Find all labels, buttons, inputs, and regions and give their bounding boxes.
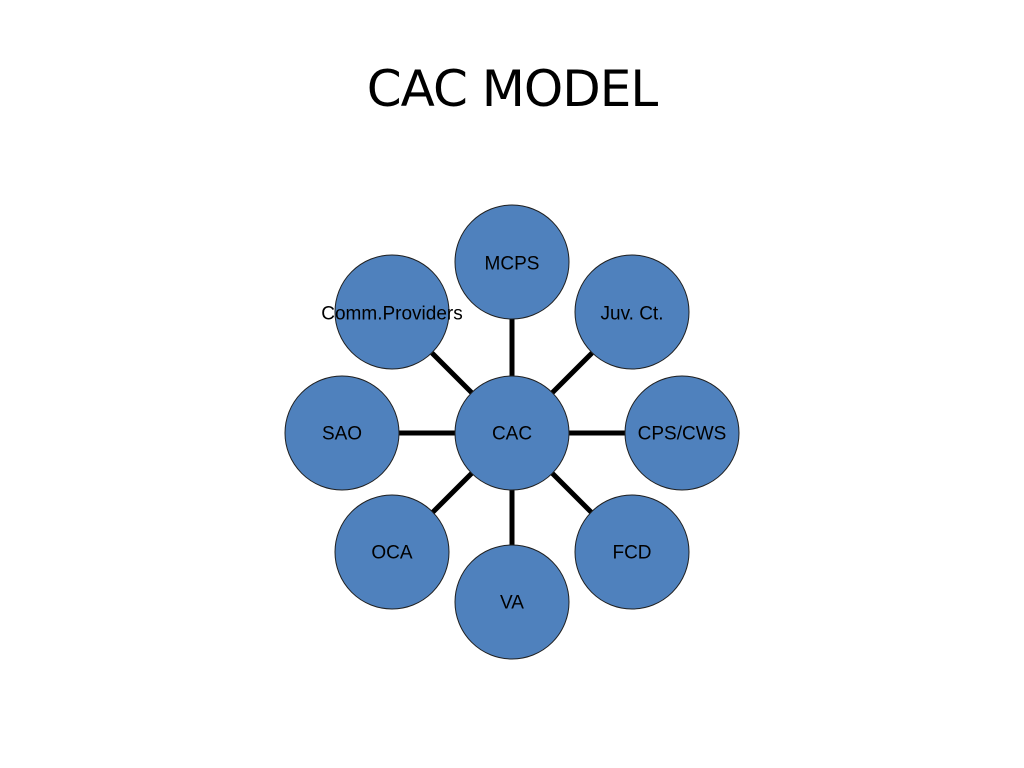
slide-title: CAC MODEL [366, 60, 659, 118]
node-juv-ct-label: Juv. Ct. [601, 304, 664, 325]
node-cps-cws-circle [624, 375, 740, 491]
node-cps-cws: CPS/CWS [624, 375, 740, 491]
node-va-label: VA [500, 593, 524, 614]
node-mcps-label: MCPS [485, 254, 540, 275]
node-comm-providers-circle [334, 254, 450, 370]
node-cac-label: CAC [492, 424, 532, 445]
node-cac: CAC [454, 375, 570, 491]
node-mcps-circle [454, 204, 570, 320]
node-fcd-label: FCD [612, 543, 651, 564]
node-sao: SAO [284, 375, 400, 491]
node-sao-circle [284, 375, 400, 491]
node-fcd: FCD [574, 494, 690, 610]
node-oca-circle [334, 494, 450, 610]
node-juv-ct: Juv. Ct. [574, 254, 690, 370]
node-cac-circle [454, 375, 570, 491]
node-va: VA [454, 544, 570, 660]
node-cps-cws-label: CPS/CWS [638, 424, 727, 445]
node-oca: OCA [334, 494, 450, 610]
node-fcd-circle [574, 494, 690, 610]
node-comm-providers: Comm.Providers [321, 254, 463, 370]
node-comm-providers-label: Comm.Providers [321, 304, 462, 325]
node-va-circle [454, 544, 570, 660]
node-sao-label: SAO [322, 424, 362, 445]
node-oca-label: OCA [371, 543, 413, 564]
node-juv-ct-circle [574, 254, 690, 370]
node-mcps: MCPS [454, 204, 570, 320]
